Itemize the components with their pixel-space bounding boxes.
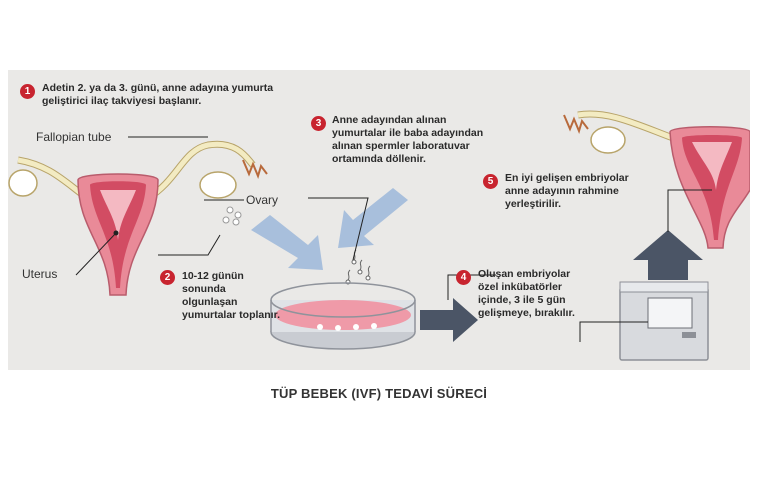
- step-1-text: Adetin 2. ya da 3. günü, anne adayına yu…: [42, 82, 274, 107]
- left-ovary-left: [8, 169, 38, 197]
- right-reproductive-system: [563, 110, 750, 249]
- left-ovary-right: [199, 171, 237, 199]
- step-1-badge: 1: [20, 84, 35, 99]
- ivf-illustration: [8, 110, 750, 361]
- collected-eggs: [158, 206, 242, 256]
- left-reproductive-system: [8, 136, 268, 296]
- petri-dish: [270, 282, 416, 350]
- dark-arrow-right: [420, 298, 478, 342]
- step-4-badge: 4: [456, 270, 471, 285]
- step-4-text: Oluşan embriyolar özel inkübatörler için…: [478, 268, 575, 319]
- step-3-badge: 3: [311, 116, 326, 131]
- step-2-text: 10-12 günün sonunda olgunlaşan yumurtala…: [182, 270, 281, 321]
- dark-arrow-up: [633, 230, 703, 280]
- sperm-cells: [345, 249, 371, 285]
- left-uterus-cavity: [100, 190, 136, 240]
- uterus-label: Uterus: [22, 267, 58, 281]
- incubator: [579, 281, 709, 361]
- fallopian-tube-label: Fallopian tube: [36, 130, 112, 144]
- step-5-text: En iyi gelişen embriyolar anne adayının …: [505, 172, 629, 210]
- diagram-caption: TÜP BEBEK (IVF) TEDAVİ SÜRECİ: [270, 386, 488, 401]
- blue-arrow-right: [338, 188, 408, 248]
- blue-arrow-left: [251, 215, 323, 270]
- fimbriae: [242, 159, 268, 179]
- step-5-badge: 5: [483, 174, 498, 189]
- step-2-badge: 2: [160, 270, 175, 285]
- ovary-label: Ovary: [246, 193, 279, 207]
- diagram-panel: 1 2 3 4 5 Adetin 2. ya da 3. günü, anne …: [8, 70, 750, 370]
- step-3-text: Anne adayından alınan yumurtalar ile bab…: [332, 114, 484, 165]
